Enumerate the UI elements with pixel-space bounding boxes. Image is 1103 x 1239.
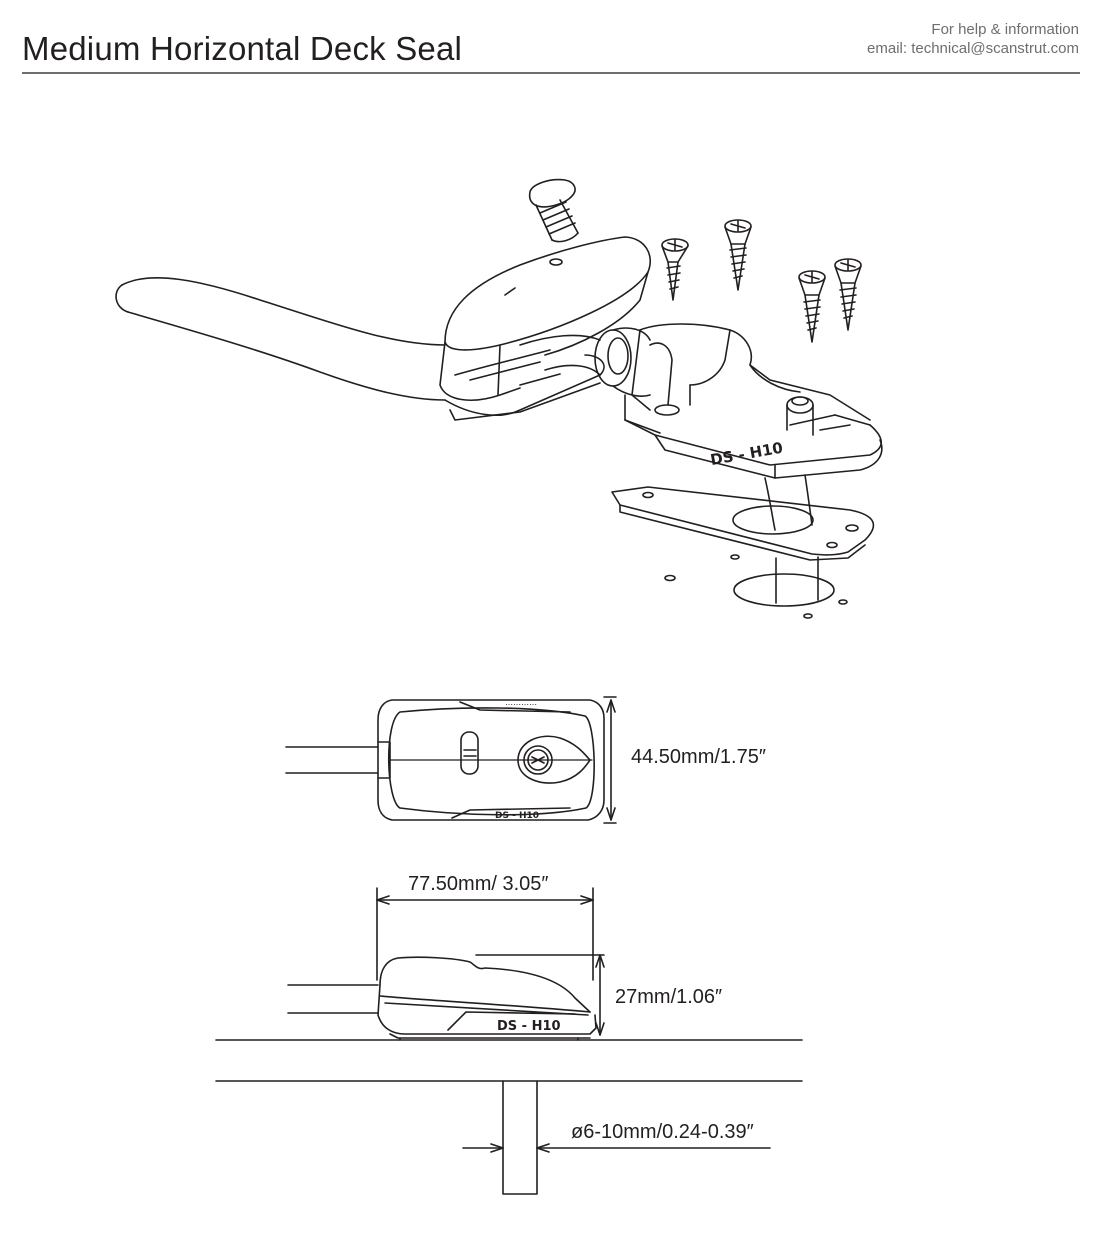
svg-text:⋯⋯⋯⋯: ⋯⋯⋯⋯ (505, 700, 537, 709)
gasket-plate (611, 486, 875, 561)
dimension-height-top: 44.50mm/1.75″ (631, 746, 766, 768)
page-title: Medium Horizontal Deck Seal (22, 30, 463, 67)
dimension-height-side: 27mm/1.06″ (615, 986, 723, 1008)
screw-3 (798, 270, 826, 343)
help-text: For help & information (931, 21, 1079, 38)
deck-hole (664, 554, 848, 619)
deck-seal-cap (439, 236, 651, 421)
bolt-iso (528, 178, 579, 243)
dimension-length: 77.50mm/ 3.05″ (408, 873, 549, 895)
isometric-view: DS - H10 (115, 178, 883, 619)
side-view: DS - H10 (215, 887, 803, 1195)
screw-4 (834, 258, 862, 331)
help-contact: For help & information email: technical@… (867, 20, 1079, 58)
screw-1 (661, 238, 689, 301)
header-rule (22, 72, 1080, 74)
model-label-top: DS - H10 (495, 811, 539, 821)
screw-2 (724, 219, 752, 291)
help-email[interactable]: email: technical@scanstrut.com (867, 40, 1079, 57)
dimension-cable-diameter: ø6-10mm/0.24-0.39″ (571, 1121, 754, 1143)
top-view: ⋯⋯⋯⋯ DS - H10 (285, 696, 617, 824)
model-label-side: DS - H10 (497, 1019, 561, 1034)
cable-iso (115, 277, 446, 401)
